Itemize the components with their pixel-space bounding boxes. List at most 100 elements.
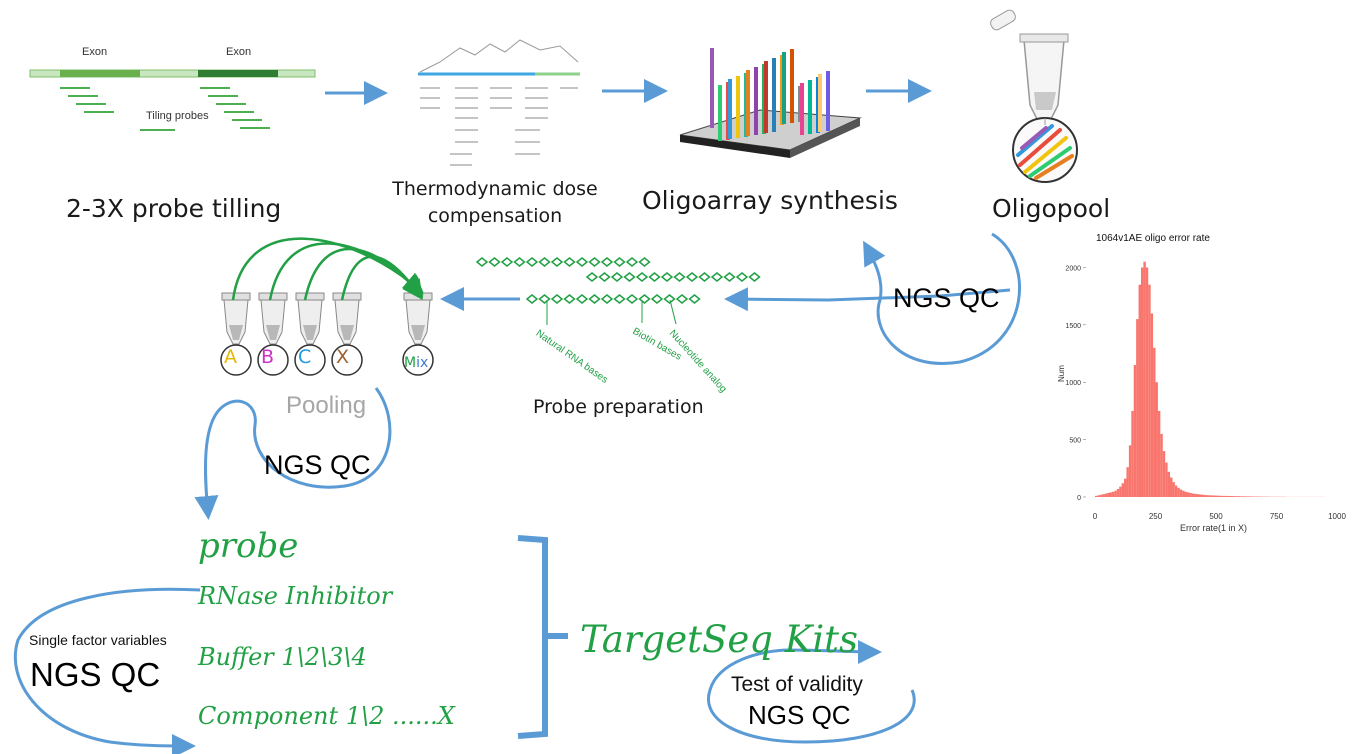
- nucleotide-mark: [538, 257, 551, 267]
- histogram-bar: [1247, 496, 1250, 497]
- nucleotide-mark: [488, 257, 501, 267]
- x-axis-label: Error rate(1 in X): [1180, 523, 1247, 533]
- histogram-bar: [1170, 477, 1173, 497]
- x-tick-label: 750: [1270, 512, 1284, 521]
- nucleotide-mark: [613, 257, 626, 267]
- histogram-bar: [1186, 492, 1190, 497]
- histogram-bar: [1196, 494, 1200, 497]
- tube-liquid: [229, 325, 243, 340]
- step-thermo-line1: Thermodynamic dose: [392, 178, 598, 200]
- histogram-bar: [1140, 267, 1144, 497]
- histogram-bar: [1213, 495, 1216, 497]
- flow-arrows: [325, 79, 1011, 312]
- histogram-bar: [1099, 494, 1103, 497]
- histogram-bar: [1104, 493, 1108, 497]
- histogram-bar: [1133, 365, 1137, 497]
- histogram-bar: [1189, 492, 1192, 497]
- x-tick-label: 500: [1209, 512, 1223, 521]
- histogram-bar: [1240, 496, 1243, 497]
- nucleotide-mark: [748, 272, 761, 282]
- histogram-bar: [1220, 495, 1224, 497]
- histogram-bar: [1225, 495, 1229, 497]
- y-tick-label: 2000: [1065, 265, 1081, 272]
- nucleotide-mark: [625, 257, 639, 267]
- test-validity-label: Test of validity: [731, 673, 863, 696]
- tube-cap: [221, 292, 251, 301]
- nucleotide-mark: [475, 257, 489, 267]
- y-tick-label: 1500: [1065, 323, 1081, 330]
- y-tick-label: 500: [1069, 438, 1081, 445]
- nucleotide-mark: [660, 272, 674, 282]
- nucleotide-mark: [685, 272, 699, 282]
- nucleotide-mark: [638, 257, 651, 267]
- histogram-bar: [1157, 410, 1161, 497]
- oligo-strands: [710, 48, 830, 141]
- targetseq-kits-label: TargetSeq Kits: [580, 618, 859, 661]
- x-tick-label: 1000: [1328, 512, 1346, 521]
- rnase-inhibitor-label: RNase Inhibitor: [198, 582, 393, 610]
- histogram-bar: [1179, 489, 1183, 497]
- tube-circle: [331, 344, 363, 376]
- nucleotide-mark: [525, 257, 539, 267]
- tube-label-mix: Mix: [404, 355, 429, 371]
- histogram-bar: [1245, 496, 1248, 497]
- histogram-bar: [1116, 488, 1120, 497]
- nucleotide-mark: [513, 257, 526, 267]
- nucleotide-mark: [585, 272, 599, 282]
- histogram-bar: [1184, 491, 1187, 497]
- nucleotide-mark: [550, 294, 564, 304]
- histogram-bar: [1218, 495, 1221, 497]
- histogram-bar: [1138, 284, 1141, 497]
- histogram-bar: [1228, 495, 1231, 497]
- histogram-bar: [1242, 496, 1246, 497]
- x-tick-label: 250: [1149, 512, 1163, 521]
- histogram-bar: [1153, 347, 1156, 497]
- tube-circle: [220, 344, 252, 376]
- pooling-arrows: [231, 237, 424, 301]
- histogram-bar: [1216, 495, 1219, 497]
- histogram-bar: [1160, 433, 1163, 497]
- y-axis-label: Num: [1057, 365, 1066, 382]
- histogram-bar: [1237, 496, 1241, 497]
- nucleotide-mark: [563, 294, 576, 304]
- nucleotide-mark: [500, 257, 514, 267]
- tube-label-a: A: [224, 346, 237, 368]
- ngs-qc-3: NGS QC: [30, 656, 161, 693]
- nucleotide-mark: [563, 257, 576, 267]
- tube-cap: [332, 292, 362, 301]
- tube-liquid: [266, 325, 280, 340]
- histogram-bar: [1208, 495, 1212, 497]
- step-oligopool: Oligopool: [992, 194, 1111, 223]
- tube-label-c: C: [298, 346, 312, 368]
- exon-label-2: Exon: [226, 46, 252, 58]
- nucleotide-mark: [600, 294, 614, 304]
- tube-circle: [257, 344, 289, 376]
- oligopool-tube: [990, 9, 1078, 183]
- nucleotide-mark: [698, 272, 711, 282]
- single-factor-label: Single factor variables: [29, 632, 167, 648]
- histogram-bar: [1148, 284, 1151, 497]
- histogram-bar: [1249, 496, 1253, 497]
- probe-chains: [475, 257, 761, 304]
- tube-cap: [258, 292, 288, 301]
- histogram-bar: [1124, 478, 1127, 497]
- histogram-bar: [1109, 492, 1112, 497]
- nucleotide-mark: [648, 272, 661, 282]
- nucleotide-mark: [598, 272, 611, 282]
- histogram-bar: [1232, 496, 1236, 497]
- tiling-probes-label: Tiling probes: [146, 110, 209, 122]
- nucleotide-mark: [675, 294, 689, 304]
- pooling-tubes: [220, 292, 434, 376]
- nucleotide-mark: [710, 272, 724, 282]
- histogram-bar: [1107, 492, 1110, 497]
- histogram-bar: [1174, 485, 1178, 497]
- nucleotide-mark: [600, 257, 614, 267]
- histogram-bar: [1128, 445, 1132, 497]
- tube-label-x: X: [336, 346, 350, 368]
- tube-circle: [294, 344, 326, 376]
- tube-liquid: [340, 325, 354, 340]
- histogram-bar: [1223, 495, 1226, 497]
- tube-liquid: [303, 325, 317, 340]
- histogram-bar: [1145, 267, 1149, 497]
